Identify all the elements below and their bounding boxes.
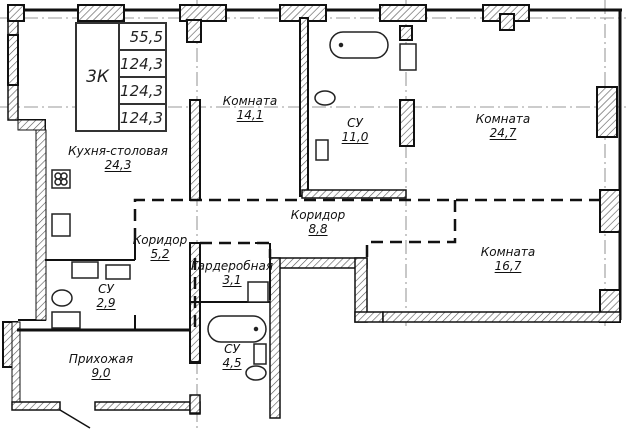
- room-name: Комната: [480, 245, 536, 259]
- apartment-summary-table: 3К 55,5 124,3 124,3 124,3: [75, 22, 167, 132]
- bathtub-icon: [207, 315, 267, 343]
- fixtures: [51, 31, 417, 381]
- room-name: СУ: [224, 342, 240, 356]
- room-area: 8,8: [308, 222, 328, 236]
- room-area: 9,0: [91, 366, 111, 380]
- room-area: 11,0: [341, 130, 369, 144]
- toilet-icon: [314, 90, 336, 106]
- room-corridor-1: Коридор 8,8: [291, 208, 346, 236]
- room-bedroom-3: Комната 16,7: [481, 245, 535, 273]
- living-area-value: 55,5: [120, 24, 165, 51]
- room-bathroom-2: СУ 2,9: [96, 282, 115, 310]
- room-area: 24,7: [489, 126, 517, 140]
- room-area: 14,1: [236, 108, 264, 122]
- room-name: Коридор: [290, 208, 346, 222]
- room-kitchen-dining: Кухня-столовая 24,3: [68, 144, 168, 172]
- room-area: 24,3: [104, 158, 132, 172]
- room-area: 3,1: [222, 273, 242, 287]
- room-name: Коридор: [132, 233, 188, 247]
- apartment-type-label: 3К: [77, 24, 121, 130]
- kitchen-sink-icon: [51, 213, 71, 237]
- room-area: 2,9: [96, 296, 116, 310]
- room-area: 4,5: [222, 356, 242, 370]
- room-area: 16,7: [494, 259, 522, 273]
- total-area-value: 124,3: [120, 108, 163, 127]
- room-area: 5,2: [150, 247, 170, 261]
- sink-icon: [399, 43, 417, 71]
- room-wardrobe: Гардеробная 3,1: [191, 259, 273, 287]
- room-name: СУ: [347, 116, 363, 130]
- room-name: Кухня-столовая: [68, 144, 168, 158]
- room-bathroom-1: СУ 11,0: [342, 116, 369, 144]
- room-name: СУ: [98, 282, 114, 296]
- total-area-value: 124,3: [120, 78, 165, 105]
- sink-icon: [315, 139, 329, 161]
- room-bathroom-3: СУ 4,5: [222, 342, 241, 370]
- room-corridor-2: Коридор 5,2: [133, 233, 188, 261]
- zone-borders: [133, 198, 600, 332]
- total-area-value: 124,3: [120, 51, 165, 78]
- room-name: Комната: [475, 112, 531, 126]
- room-name: Прихожая: [68, 352, 134, 366]
- bathtub-icon: [329, 31, 389, 59]
- room-hallway: Прихожая 9,0: [69, 352, 133, 380]
- room-name: Гардеробная: [190, 259, 274, 273]
- room-name: Комната: [222, 94, 278, 108]
- room-bedroom-2: Комната 24,7: [476, 112, 530, 140]
- internal-walls: [186, 13, 621, 419]
- room-bedroom-1: Комната 14,1: [223, 94, 277, 122]
- stove-icon: [51, 169, 71, 189]
